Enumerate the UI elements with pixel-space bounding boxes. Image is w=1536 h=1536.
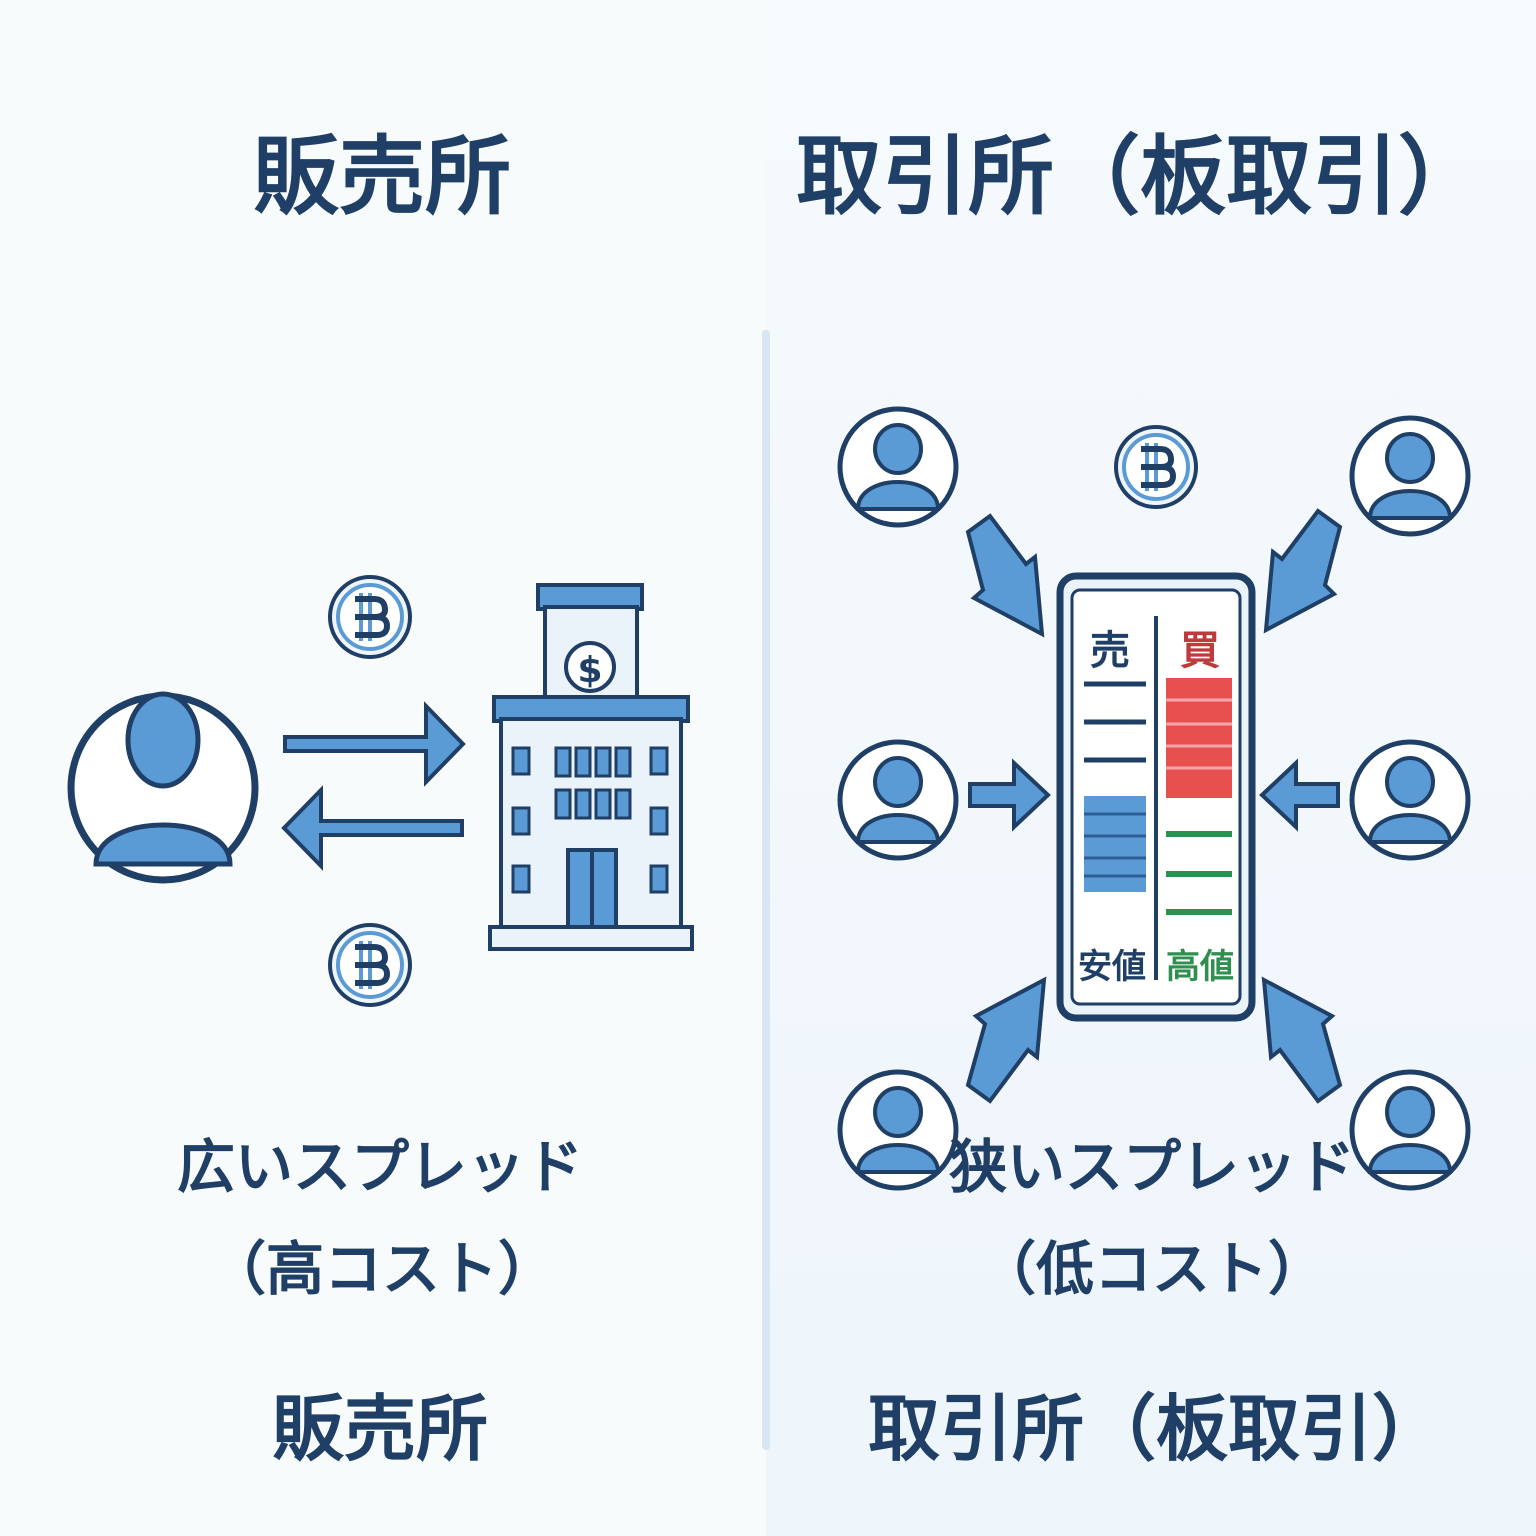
- user-icon: [1352, 742, 1468, 858]
- broker-spread-caption: 広いスプレッド: [176, 1133, 584, 1201]
- exchange-spread-caption: 狭いスプレッド: [948, 1133, 1356, 1201]
- arrow-icon: [1259, 758, 1340, 832]
- panel-divider: [762, 330, 770, 1450]
- order-book-buy-label: 買: [1180, 628, 1220, 674]
- arrow-right-icon: [283, 701, 466, 787]
- arrow-icon: [965, 976, 1047, 1104]
- svg-text:$: $: [577, 650, 602, 691]
- arrow-icon: [965, 513, 1045, 638]
- arrow-icon: [968, 758, 1051, 832]
- user-icon: [840, 742, 956, 858]
- bitcoin-icon: [330, 925, 410, 1005]
- user-icon: [1352, 418, 1468, 534]
- arrow-left-icon: [281, 785, 464, 871]
- exchange-title: 取引所（板取引）: [796, 127, 1484, 227]
- bitcoin-icon: [1116, 427, 1196, 507]
- exchange-cost-caption: （低コスト）: [977, 1235, 1327, 1303]
- user-icon: [840, 1072, 956, 1188]
- broker-footer-label: 販売所: [271, 1387, 489, 1471]
- user-icon: [1352, 1072, 1468, 1188]
- order-book-icon: 売 買 安値 高値: [1056, 572, 1256, 1022]
- user-icon: [840, 409, 956, 525]
- order-book-expensive-label: 高値: [1166, 947, 1234, 987]
- exchange-footer-label: 取引所（板取引）: [867, 1387, 1445, 1471]
- arrow-icon: [1261, 976, 1343, 1104]
- arrow-icon: [1263, 508, 1343, 634]
- order-book-sell-label: 売: [1090, 628, 1130, 674]
- bank-building-icon: $: [488, 583, 694, 951]
- broker-title: 販売所: [253, 127, 511, 227]
- customer-user-icon: [67, 691, 259, 884]
- bitcoin-icon: [330, 577, 410, 657]
- order-book-cheap-label: 安値: [1078, 947, 1146, 987]
- broker-cost-caption: （高コスト）: [207, 1235, 557, 1303]
